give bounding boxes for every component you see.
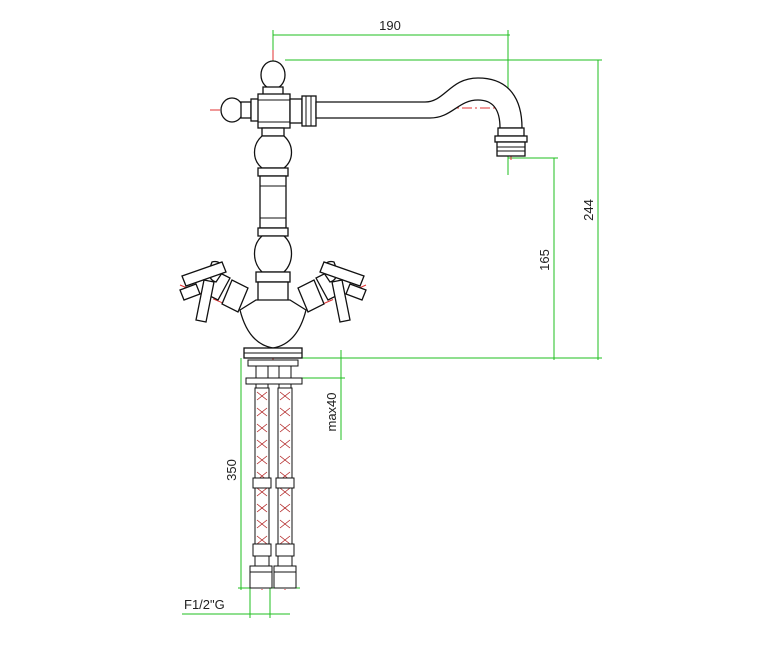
hose-length-label: 350 bbox=[224, 459, 239, 481]
max-deck-thickness-label: max40 bbox=[324, 392, 339, 431]
left-cross-handle bbox=[179, 260, 249, 323]
right-cross-handle bbox=[297, 260, 367, 323]
spout-height-label: 165 bbox=[537, 249, 552, 271]
faucet-body bbox=[220, 60, 528, 359]
spout-reach-label: 190 bbox=[379, 18, 401, 33]
connection-thread-label: F1/2"G bbox=[184, 597, 225, 612]
supply-hoses bbox=[245, 359, 303, 589]
total-height-label: 244 bbox=[581, 199, 596, 221]
dimension-lines bbox=[182, 30, 602, 618]
